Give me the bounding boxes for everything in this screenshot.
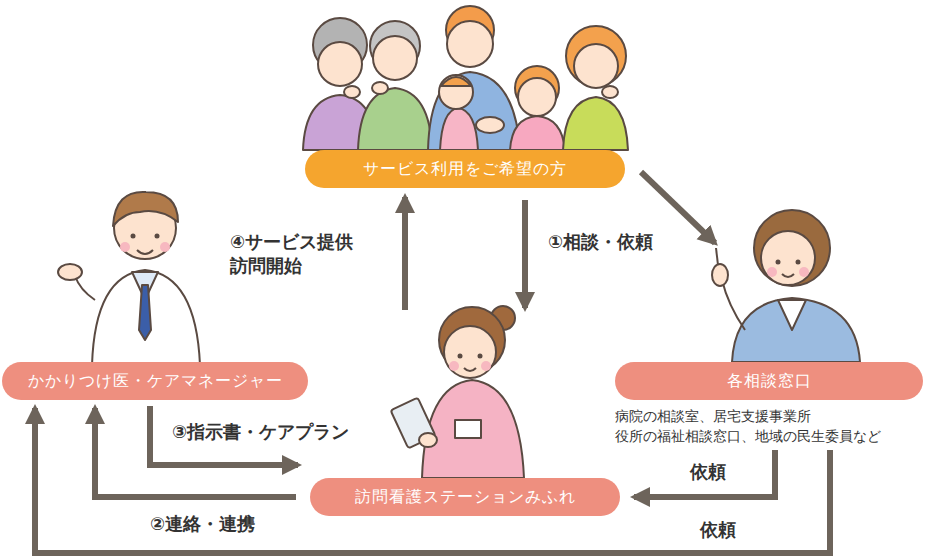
girl-figure (510, 66, 565, 150)
node-title: 各相談窓口 (615, 362, 923, 400)
mother-figure (563, 26, 628, 150)
edge-label: ④サービス提供 訪問開始 (228, 230, 372, 278)
node-title: かかりつけ医・ケアマネージャー (2, 362, 308, 400)
edge-label: 依頼 (688, 460, 728, 484)
flow-node: サービス利用をご希望の方 (305, 150, 625, 188)
edge-label: ①相談・依頼 (546, 230, 655, 254)
edge-label: ②連絡・連携 (148, 512, 257, 536)
nurse-figure (391, 306, 524, 478)
doctor-figure (58, 192, 200, 365)
node-title: 訪問看護ステーションみふれ (310, 478, 620, 516)
node-title: サービス利用をご希望の方 (305, 150, 625, 188)
father-figure (428, 6, 520, 150)
grandfather-figure (358, 21, 432, 150)
edge-label: 依頼 (698, 518, 738, 542)
flow-node: 訪問看護ステーションみふれ (310, 478, 620, 516)
consultant-figure (712, 210, 860, 362)
flow-arrow (522, 200, 528, 308)
flow-arrow (402, 197, 408, 310)
flow-node: かかりつけ医・ケアマネージャー (2, 362, 308, 400)
node-note: 病院の相談室、居宅支援事業所 役所の福祉相談窓口、地域の民生委員など (615, 406, 907, 446)
flow-node: 各相談窓口病院の相談室、居宅支援事業所 役所の福祉相談窓口、地域の民生委員など (615, 362, 923, 446)
edge-label: ③指示書・ケアプラン (170, 420, 351, 444)
flow-arrow (634, 450, 775, 497)
